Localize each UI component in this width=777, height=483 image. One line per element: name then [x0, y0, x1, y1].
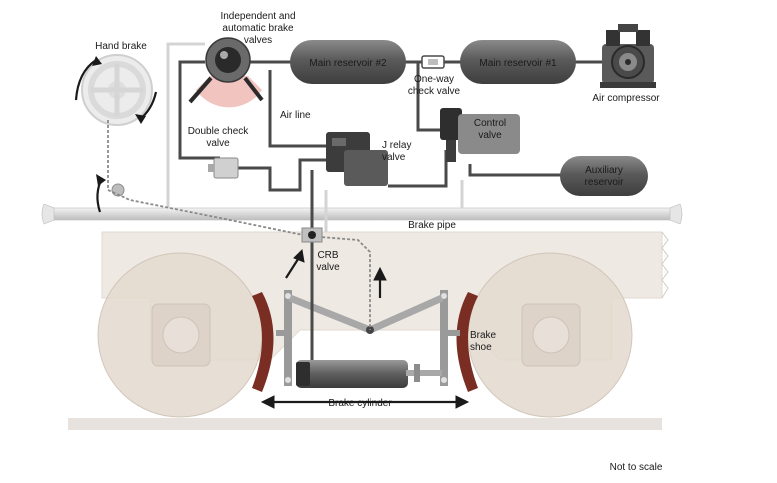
auxiliary-label-2: reservoir — [585, 177, 625, 188]
brake-shoe-label-2: shoe — [470, 342, 492, 353]
rail — [68, 418, 662, 430]
brake-valves-label-3: valves — [244, 35, 272, 46]
auxiliary-label-1: Auxiliary — [585, 165, 623, 176]
brake-valves-label-2: automatic brake — [222, 23, 294, 34]
double-check-label-2: valve — [206, 138, 230, 149]
not-to-scale-label: Not to scale — [610, 462, 663, 473]
main-reservoir-2-label: Main reservoir #2 — [309, 58, 387, 69]
brake-shoe-label-1: Brake — [470, 330, 497, 341]
main-reservoir-1 — [460, 40, 576, 84]
air-compressor-label: Air compressor — [592, 93, 660, 104]
main-reservoir-2 — [290, 40, 406, 84]
wheel-right — [467, 252, 633, 418]
crb-label-2: valve — [316, 262, 340, 273]
arrows — [260, 248, 470, 409]
air-lines-light — [166, 42, 464, 232]
double-check-label-1: Double check — [188, 126, 250, 137]
one-way-label-1: One-way — [414, 74, 454, 85]
brake-valves-label-1: Independent and — [220, 11, 295, 22]
brake-shoe-left — [252, 292, 274, 392]
j-relay-valve-icon — [326, 132, 388, 186]
main-reservoir-1-label: Main reservoir #1 — [479, 58, 557, 69]
hand-brake-chain — [107, 120, 371, 330]
control-valve-label-2: valve — [478, 130, 502, 141]
control-valve-icon — [440, 108, 520, 162]
auxiliary-reservoir — [560, 156, 648, 196]
brake-cylinder — [296, 360, 442, 388]
j-relay-label-1: J relay — [382, 140, 411, 151]
brake-valves — [188, 37, 264, 108]
air-line-label: Air line — [280, 110, 311, 121]
one-way-check-valve — [421, 55, 445, 69]
brake-pipe — [41, 203, 683, 225]
j-relay-label-2: valve — [382, 152, 406, 163]
brake-cylinder-label: Brake cylinder — [328, 398, 392, 409]
crb-valve-icon — [301, 227, 323, 243]
brake-shoe-right — [456, 292, 478, 392]
hand-brake — [81, 54, 153, 197]
one-way-label-2: check valve — [408, 86, 461, 97]
rotation-arrowheads-icon — [92, 56, 146, 186]
brake-pipe-label: Brake pipe — [408, 220, 456, 231]
control-valve-label-1: Control — [474, 118, 506, 129]
air-compressor-icon — [600, 24, 656, 88]
wheel-left — [97, 252, 263, 418]
crb-label-1: CRB — [317, 250, 338, 261]
double-check-valve-icon — [208, 157, 239, 179]
hand-brake-label: Hand brake — [95, 41, 147, 52]
